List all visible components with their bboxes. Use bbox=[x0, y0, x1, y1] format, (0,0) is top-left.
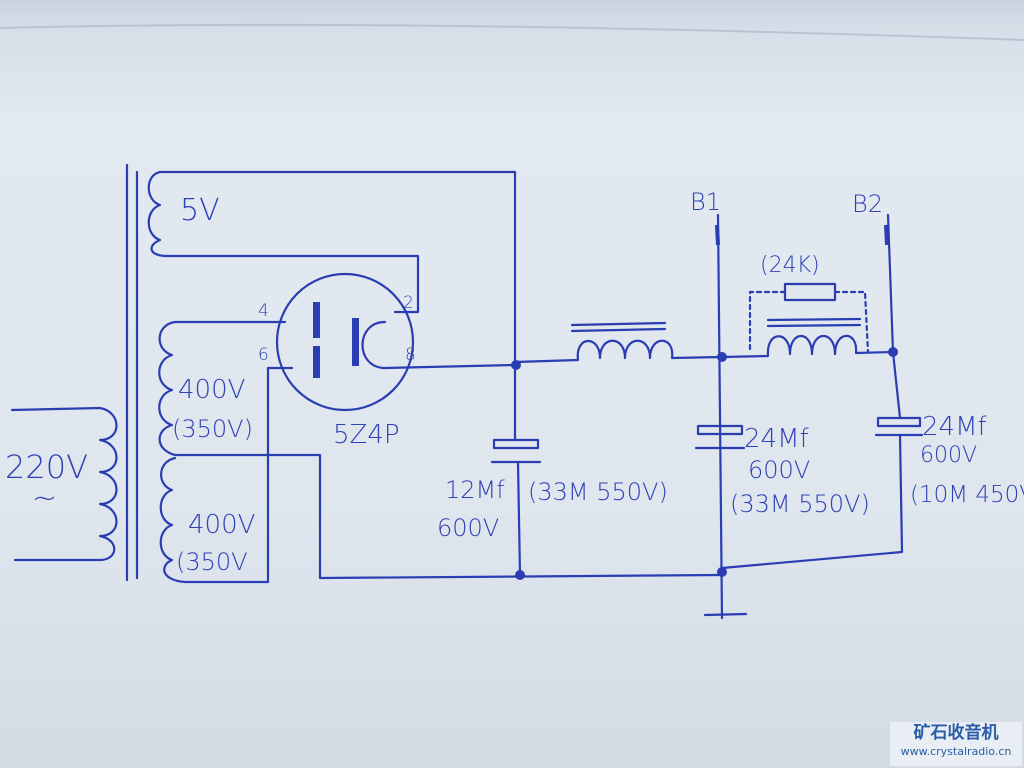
filament-voltage-label: 5V bbox=[180, 193, 220, 228]
choke-2 bbox=[720, 317, 895, 359]
resistor-label: (24K) bbox=[760, 253, 820, 278]
c3-alt-label: (10M 450V bbox=[910, 482, 1024, 508]
hv-secondary-winding bbox=[158, 320, 724, 584]
hv-lower-label: 400V bbox=[188, 510, 255, 540]
c1-value-label: 12Mf bbox=[445, 476, 505, 504]
resistor-24k bbox=[748, 282, 870, 354]
c1-alt-label: (33M 550V) bbox=[528, 478, 668, 506]
hv-upper-alt-label: (350V) bbox=[172, 415, 253, 443]
choke-1 bbox=[513, 321, 724, 364]
watermark: 矿石收音机 www.crystalradio.cn bbox=[890, 722, 1022, 766]
transformer-core bbox=[125, 163, 139, 582]
pin-8-label: 8 bbox=[405, 345, 416, 365]
c3-voltage-label: 600V bbox=[920, 443, 977, 468]
b2-label: B2 bbox=[852, 190, 883, 218]
hv-lower-alt-label: (350V bbox=[176, 548, 248, 576]
rectifier-tube bbox=[275, 272, 517, 412]
tube-type-label: 5Z4P bbox=[333, 420, 400, 450]
watermark-title: 矿石收音机 bbox=[913, 723, 999, 743]
pin-4-label: 4 bbox=[258, 301, 269, 321]
b1-label: B1 bbox=[690, 188, 721, 216]
first-filter-section bbox=[490, 170, 542, 580]
c1-voltage-label: 600V bbox=[437, 514, 499, 542]
c3-value-label: 24Mf bbox=[922, 412, 988, 442]
hv-upper-label: 400V bbox=[178, 375, 245, 405]
c2-voltage-label: 600V bbox=[748, 456, 810, 484]
ground-symbol bbox=[703, 612, 748, 617]
mains-voltage-label: 220V bbox=[5, 448, 88, 486]
filament-winding bbox=[147, 170, 517, 314]
ac-symbol: ~ bbox=[32, 481, 57, 516]
pin-2-label: 2 bbox=[403, 293, 414, 313]
c2-alt-label: (33M 550V) bbox=[730, 490, 870, 518]
b1-rail bbox=[694, 213, 748, 620]
b2-rail bbox=[720, 213, 924, 570]
watermark-url: www.crystalradio.cn bbox=[900, 745, 1012, 758]
c2-value-label: 24Mf bbox=[744, 424, 810, 454]
primary-winding bbox=[10, 406, 118, 562]
pin-6-label: 6 bbox=[258, 345, 269, 365]
